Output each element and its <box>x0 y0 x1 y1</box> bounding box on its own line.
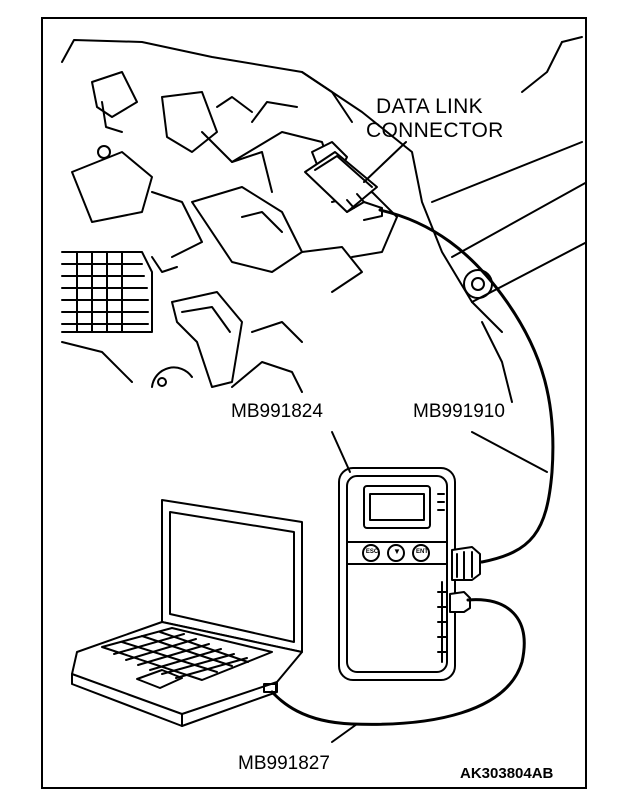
usb-cable-mb991827 <box>270 598 526 726</box>
mut-button-ent-label: ENT <box>416 549 428 555</box>
figure-code: AK303804AB <box>460 765 554 782</box>
mut-button-esc-label: ESC <box>365 549 379 555</box>
data-link-connector-label-line2: CONNECTOR <box>366 119 504 142</box>
data-link-leader <box>363 141 407 183</box>
data-link-connector-label-line1: DATA LINK <box>376 95 483 118</box>
main-cable-leader <box>471 431 548 473</box>
main-cable-mb991910 <box>378 208 555 564</box>
wiring-diagram <box>61 36 585 743</box>
data-link-connector <box>304 141 383 221</box>
usb-cable-leader <box>331 723 358 743</box>
mut-unit-leader <box>331 431 351 473</box>
mut-unit-label: MB991824 <box>231 401 323 422</box>
usb-cable-label: MB991827 <box>238 753 330 774</box>
illustration-frame: DATA LINK CONNECTOR MB991824 MB991910 MB… <box>41 17 587 789</box>
laptop-computer <box>71 499 303 727</box>
vehicle-interior-sketch <box>61 36 585 403</box>
main-cable-label: MB991910 <box>413 401 505 422</box>
mut-unit-body <box>338 467 481 681</box>
mut-button-down-label: ▼ <box>393 547 401 556</box>
